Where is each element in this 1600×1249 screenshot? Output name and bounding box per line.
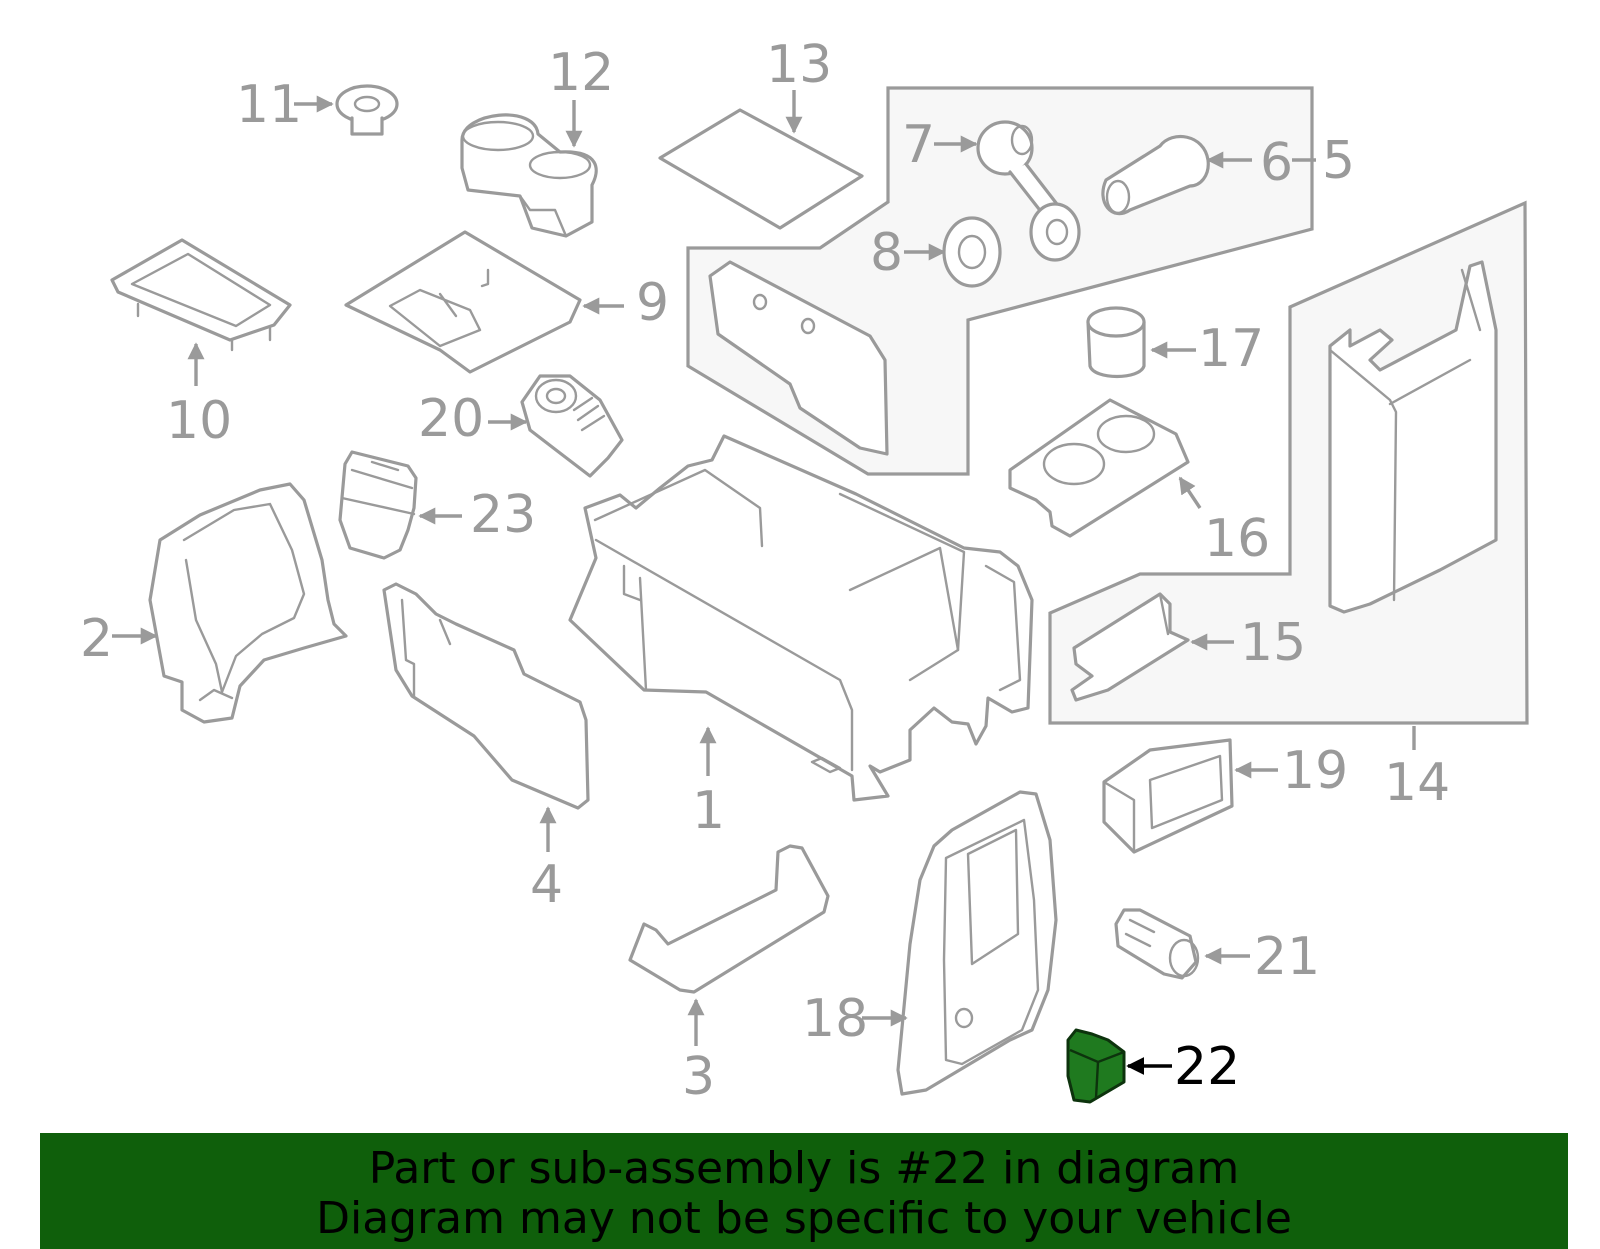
part-3-lower-trim bbox=[628, 844, 830, 994]
part-6-socket bbox=[1101, 135, 1210, 216]
callout-labels: 11 12 13 7 6 5 8 9 10 20 23 2 1 4 3 16 1… bbox=[80, 35, 1450, 1107]
callout-2: 2 bbox=[80, 609, 113, 669]
callout-4: 4 bbox=[530, 855, 563, 915]
callout-23: 23 bbox=[470, 485, 536, 545]
part-13-mat bbox=[658, 108, 864, 230]
part-4-side-trim bbox=[382, 582, 590, 810]
part-5-bracket bbox=[708, 260, 889, 456]
callout-6: 6 bbox=[1260, 133, 1293, 193]
callout-12: 12 bbox=[548, 43, 614, 103]
part-11-clip bbox=[335, 84, 399, 136]
callout-15: 15 bbox=[1240, 613, 1306, 673]
part-20-switch-unit bbox=[520, 374, 624, 478]
callout-3: 3 bbox=[682, 1047, 715, 1107]
callout-18: 18 bbox=[802, 989, 868, 1049]
callout-14: 14 bbox=[1384, 753, 1450, 813]
banner-line-2: Diagram may not be specific to your vehi… bbox=[316, 1193, 1292, 1244]
part-2-side-panel bbox=[148, 482, 348, 724]
part-21-lighter-socket bbox=[1114, 908, 1200, 980]
part-8-grommet bbox=[942, 216, 1002, 288]
part-22-usb-module[interactable] bbox=[1066, 1028, 1126, 1104]
part-18-rear-panel bbox=[896, 790, 1058, 1096]
part-9-top-trim bbox=[344, 230, 582, 374]
callout-1: 1 bbox=[692, 781, 725, 841]
part-23-switch bbox=[338, 450, 418, 560]
part-16-cupholder-plate bbox=[1008, 398, 1190, 538]
part-15-bracket bbox=[1070, 592, 1190, 702]
callout-5: 5 bbox=[1322, 131, 1355, 191]
callout-8: 8 bbox=[870, 223, 903, 283]
part-12-cupholder-insert bbox=[460, 113, 598, 238]
callout-22-highlighted[interactable]: 22 bbox=[1174, 1037, 1240, 1097]
callout-10: 10 bbox=[166, 391, 232, 451]
info-banner: Part or sub-assembly is #22 in diagram D… bbox=[40, 1133, 1568, 1249]
callout-21: 21 bbox=[1254, 927, 1320, 987]
callout-7: 7 bbox=[902, 115, 935, 175]
callout-13: 13 bbox=[766, 35, 832, 95]
callout-20: 20 bbox=[418, 389, 484, 449]
part-17-cup bbox=[1086, 306, 1146, 378]
callout-9: 9 bbox=[636, 273, 669, 333]
banner-line-1: Part or sub-assembly is #22 in diagram bbox=[368, 1143, 1240, 1194]
callout-11: 11 bbox=[236, 75, 302, 135]
callout-arrows bbox=[112, 90, 1416, 1075]
callout-16: 16 bbox=[1204, 509, 1270, 569]
callout-19: 19 bbox=[1282, 741, 1348, 801]
group-14-panel bbox=[1048, 200, 1529, 725]
part-7-tether-plug bbox=[976, 120, 1081, 262]
part-19-tray bbox=[1102, 738, 1234, 854]
callout-17: 17 bbox=[1198, 319, 1264, 379]
part-10-bin-mat bbox=[110, 238, 292, 352]
part-1-console-body bbox=[568, 434, 1034, 802]
part-14-armrest-lid bbox=[1328, 260, 1498, 614]
